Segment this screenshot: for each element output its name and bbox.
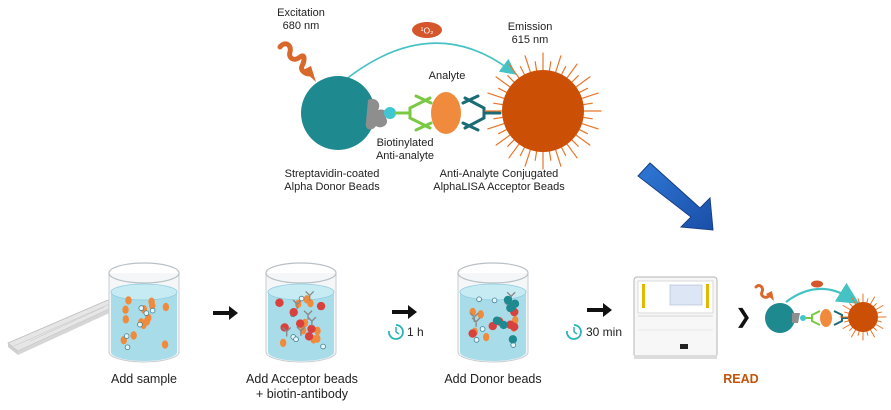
biotinylated-antibody [394, 94, 433, 132]
singlet-oxygen-label: ¹O₂ [421, 26, 434, 36]
donor-bead-label-1: Streptavidin-coated [285, 168, 380, 180]
bracket-icon: ❯ [735, 306, 752, 328]
acceptor-antibody [461, 94, 502, 132]
step-label-read: READ [723, 372, 758, 386]
mini-excitation-wave-icon [754, 284, 771, 299]
emission-label: Emission [508, 21, 553, 33]
biotinylated-label: Biotinylated [377, 137, 434, 149]
right-arrow-icon [213, 306, 238, 320]
emission-wavelength: 615 nm [512, 34, 549, 46]
clock-icon [566, 324, 582, 340]
clock-icon [388, 324, 404, 340]
excitation-label: Excitation [277, 7, 325, 19]
donor-bead-label-2: Alpha Donor Beads [284, 181, 380, 193]
analyte [431, 92, 461, 134]
well-acceptor [265, 262, 337, 363]
blue-down-arrow-icon [637, 162, 714, 231]
excitation-wave-icon [277, 41, 316, 82]
step-label-add-acceptor: Add Acceptor beads [246, 372, 358, 386]
incubation-time-1: 1 h [407, 325, 424, 339]
incubation-time-2: 30 min [586, 325, 622, 339]
acceptor-bead-label-2: AlphaLISA Acceptor Beads [433, 181, 565, 193]
well-donor [457, 262, 529, 363]
acceptor-bead [502, 70, 584, 152]
singlet-oxygen-badge: ¹O₂ [412, 22, 442, 38]
step-label-add-sample: Add sample [111, 372, 177, 386]
step-label-biotin-antibody: + biotin-antibody [256, 387, 349, 401]
right-arrow-icon [587, 303, 612, 317]
donor-bead [301, 76, 375, 150]
step-label-add-donor: Add Donor beads [444, 372, 541, 386]
well-plate-icon [7, 299, 117, 355]
biotin [384, 107, 396, 119]
anti-analyte-label: Anti-analyte [376, 150, 434, 162]
mini-mechanism [754, 280, 887, 341]
singlet-oxygen-arc [339, 42, 517, 85]
mechanism-panel: Excitation 680 nm ¹O₂ Emission 615 nm [277, 7, 602, 193]
acceptor-bead-label-1: Anti-Analyte Conjugated [440, 168, 559, 180]
analyte-label: Analyte [429, 70, 466, 82]
right-arrow-icon [392, 305, 417, 319]
plate-reader-icon [633, 276, 718, 359]
well-sample [108, 262, 180, 363]
streptavidin [365, 98, 388, 130]
acceptor-emission-rays [484, 52, 602, 170]
excitation-wavelength: 680 nm [283, 20, 320, 32]
